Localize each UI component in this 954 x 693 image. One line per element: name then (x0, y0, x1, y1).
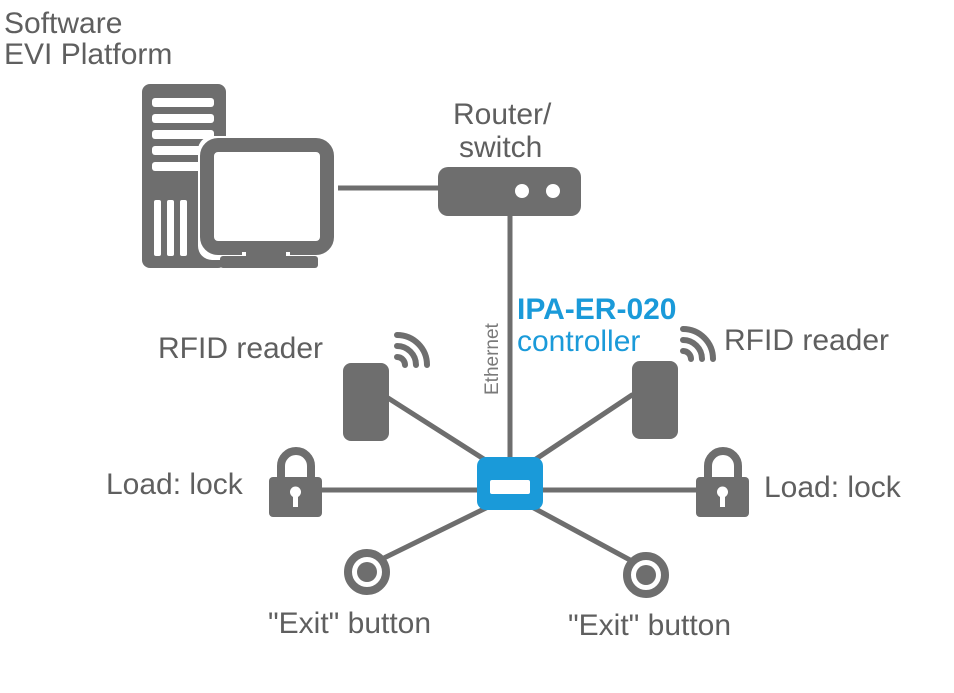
rfid-reader-right-label: RFID reader (724, 324, 889, 357)
monitor-base (220, 256, 318, 268)
wire-rfid-left (385, 395, 493, 466)
wifi-signal-icon (394, 332, 430, 368)
ethernet-label: Ethernet (482, 322, 503, 395)
router-icon (438, 167, 581, 216)
load-lock-left-label: Load: lock (106, 468, 244, 501)
monitor (200, 138, 334, 255)
exit-button-right-label: "Exit" button (568, 609, 731, 642)
controller-icon (477, 457, 543, 510)
wire-exit-left (381, 504, 491, 561)
controller-model: IPA-ER-020 (517, 293, 677, 326)
rfid-reader-left-icon (343, 332, 430, 441)
exit-button-left-icon (344, 549, 390, 595)
software-label: Software EVI Platform (4, 7, 172, 71)
wire-exit-right (529, 504, 633, 563)
router-label: Router/ switch (453, 98, 560, 164)
computer-icon (142, 84, 338, 268)
lock-left-icon (269, 447, 322, 517)
rfid-reader-left-label: RFID reader (158, 332, 323, 365)
exit-button-left-label: "Exit" button (268, 607, 431, 640)
rfid-reader-right-icon (632, 326, 716, 439)
controller-type: controller (517, 325, 640, 358)
lock-right-icon (696, 447, 749, 517)
wifi-signal-icon (680, 326, 716, 362)
connection-lines (317, 185, 700, 563)
wire-rfid-right (527, 392, 635, 466)
load-lock-right-label: Load: lock (764, 471, 902, 504)
exit-button-right-icon (623, 552, 669, 598)
